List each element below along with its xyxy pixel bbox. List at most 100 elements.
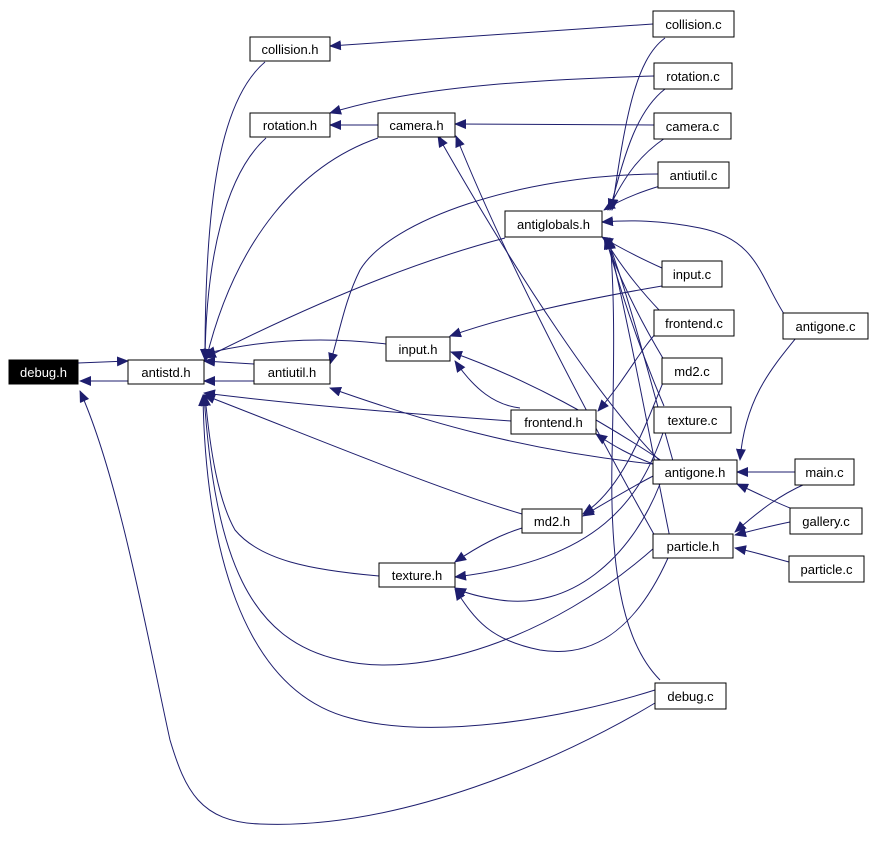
node-antiutil-c[interactable]: antiutil.c	[657, 161, 730, 189]
node-particle-c[interactable]: particle.c	[788, 555, 865, 583]
node-md2-c[interactable]: md2.c	[661, 357, 723, 385]
node-box	[653, 406, 732, 434]
node-box	[789, 507, 863, 535]
edge-rotation-h-to-antistd-h	[200, 137, 267, 361]
node-label: collision.c	[665, 17, 722, 32]
node-box	[253, 359, 331, 385]
node-label: collision.h	[261, 42, 318, 57]
node-frontend-c[interactable]: frontend.c	[653, 309, 735, 337]
node-frontend-h[interactable]: frontend.h	[510, 409, 597, 435]
node-box	[249, 112, 331, 138]
edge-gallery-c-to-particle-h	[734, 521, 791, 538]
node-antistd-h[interactable]: antistd.h	[127, 359, 205, 385]
edge-frontend-h-to-input-h	[454, 360, 521, 409]
node-label: camera.c	[666, 119, 720, 134]
node-camera-c[interactable]: camera.c	[653, 112, 732, 140]
node-box	[377, 112, 456, 138]
edge-particle-h-to-texture-h	[454, 557, 669, 652]
node-box	[504, 210, 603, 238]
node-rotation-c[interactable]: rotation.c	[653, 62, 733, 90]
edge-rotation-c-to-rotation-h	[329, 75, 655, 115]
edge-texture-h-to-antistd-h	[201, 394, 380, 577]
node-label: main.c	[805, 465, 844, 480]
edge-debug-c-to-antiglobals-h	[605, 237, 661, 681]
edge-camera-c-to-camera-h	[454, 119, 655, 130]
node-label: particle.c	[800, 562, 853, 577]
node-gallery-c[interactable]: gallery.c	[789, 507, 863, 535]
edge-collision-c-to-collision-h	[329, 23, 654, 51]
edge-debug-c-to-antistd-h	[198, 394, 656, 728]
node-antigone-h[interactable]: antigone.h	[652, 459, 738, 485]
node-md2-h[interactable]: md2.h	[521, 508, 583, 534]
node-box	[654, 682, 727, 710]
node-label: md2.h	[534, 514, 570, 529]
edge-antigone-h-to-frontend-h	[595, 433, 654, 465]
edge-debug-h-to-antistd-h	[77, 356, 129, 367]
node-label: md2.c	[674, 364, 710, 379]
node-label: antigone.h	[665, 465, 726, 480]
node-box	[510, 409, 597, 435]
edge-input-h-to-antistd-h	[203, 339, 387, 357]
edge-frontend-c-to-frontend-h	[597, 330, 659, 412]
node-debug-c[interactable]: debug.c	[654, 682, 727, 710]
node-input-c[interactable]: input.c	[661, 260, 723, 288]
edge-antigone-h-to-antiutil-h	[329, 386, 654, 465]
node-label: antiglobals.h	[517, 217, 590, 232]
node-box	[249, 36, 331, 62]
edge-input-c-to-input-h	[449, 285, 663, 338]
node-label: particle.h	[667, 539, 720, 554]
node-antiutil-h[interactable]: antiutil.h	[253, 359, 331, 385]
node-box	[8, 359, 79, 385]
node-main-c[interactable]: main.c	[794, 458, 855, 486]
node-label: texture.c	[668, 413, 718, 428]
edge-antigone-h-to-md2-h	[582, 474, 656, 517]
node-collision-h[interactable]: collision.h	[249, 36, 331, 62]
node-particle-h[interactable]: particle.h	[652, 533, 734, 559]
node-label: antiutil.h	[268, 365, 316, 380]
node-box	[652, 459, 738, 485]
node-box	[661, 357, 723, 385]
nodes: debug.h antistd.h antiutil.h collision.h rot…	[8, 10, 869, 710]
edge-texture-c-to-texture-h	[454, 429, 665, 581]
node-antigone-c[interactable]: antigone.c	[782, 312, 869, 340]
node-box	[652, 10, 735, 38]
node-label: debug.c	[667, 689, 714, 704]
node-antiglobals-h[interactable]: antiglobals.h	[504, 210, 603, 238]
edge-rotation-c-to-antiglobals-h	[607, 88, 666, 211]
node-box	[652, 533, 734, 559]
edge-md2-h-to-antistd-h	[203, 394, 523, 515]
edge-md2-c-to-md2-h	[582, 379, 665, 515]
node-input-h[interactable]: input.h	[385, 336, 451, 362]
node-label: antiutil.c	[670, 168, 718, 183]
node-box	[385, 336, 451, 362]
edge-particle-h-to-antiglobals-h	[605, 237, 671, 539]
edge-antigone-h-to-input-h	[450, 350, 663, 462]
edge-debug-c-to-debug-h	[79, 390, 656, 825]
node-rotation-h[interactable]: rotation.h	[249, 112, 331, 138]
edge-antigone-c-to-antiglobals-h	[601, 216, 789, 321]
node-label: texture.h	[392, 568, 443, 583]
node-camera-h[interactable]: camera.h	[377, 112, 456, 138]
node-label: input.h	[398, 342, 437, 357]
node-texture-c[interactable]: texture.c	[653, 406, 732, 434]
node-label: camera.h	[389, 118, 443, 133]
edge-particle-h-to-camera-h	[455, 135, 657, 539]
node-box	[653, 112, 732, 140]
node-texture-h[interactable]: texture.h	[378, 562, 456, 588]
edge-antigone-c-to-antigone-h	[735, 337, 797, 461]
node-box	[657, 161, 730, 189]
node-collision-c[interactable]: collision.c	[652, 10, 735, 38]
edge-md2-h-to-texture-h	[454, 527, 523, 563]
edge-antigone-h-to-camera-h	[437, 135, 661, 462]
node-box	[782, 312, 869, 340]
edges	[77, 23, 806, 825]
node-label: input.c	[673, 267, 712, 282]
node-label: frontend.h	[524, 415, 583, 430]
edge-collision-h-to-antistd-h	[200, 61, 266, 361]
edge-frontend-h-to-antistd-h	[203, 389, 512, 422]
node-box	[794, 458, 855, 486]
node-label: gallery.c	[802, 514, 850, 529]
edge-collision-c-to-antiglobals-h	[608, 37, 666, 211]
node-debug-h[interactable]: debug.h	[8, 359, 79, 385]
